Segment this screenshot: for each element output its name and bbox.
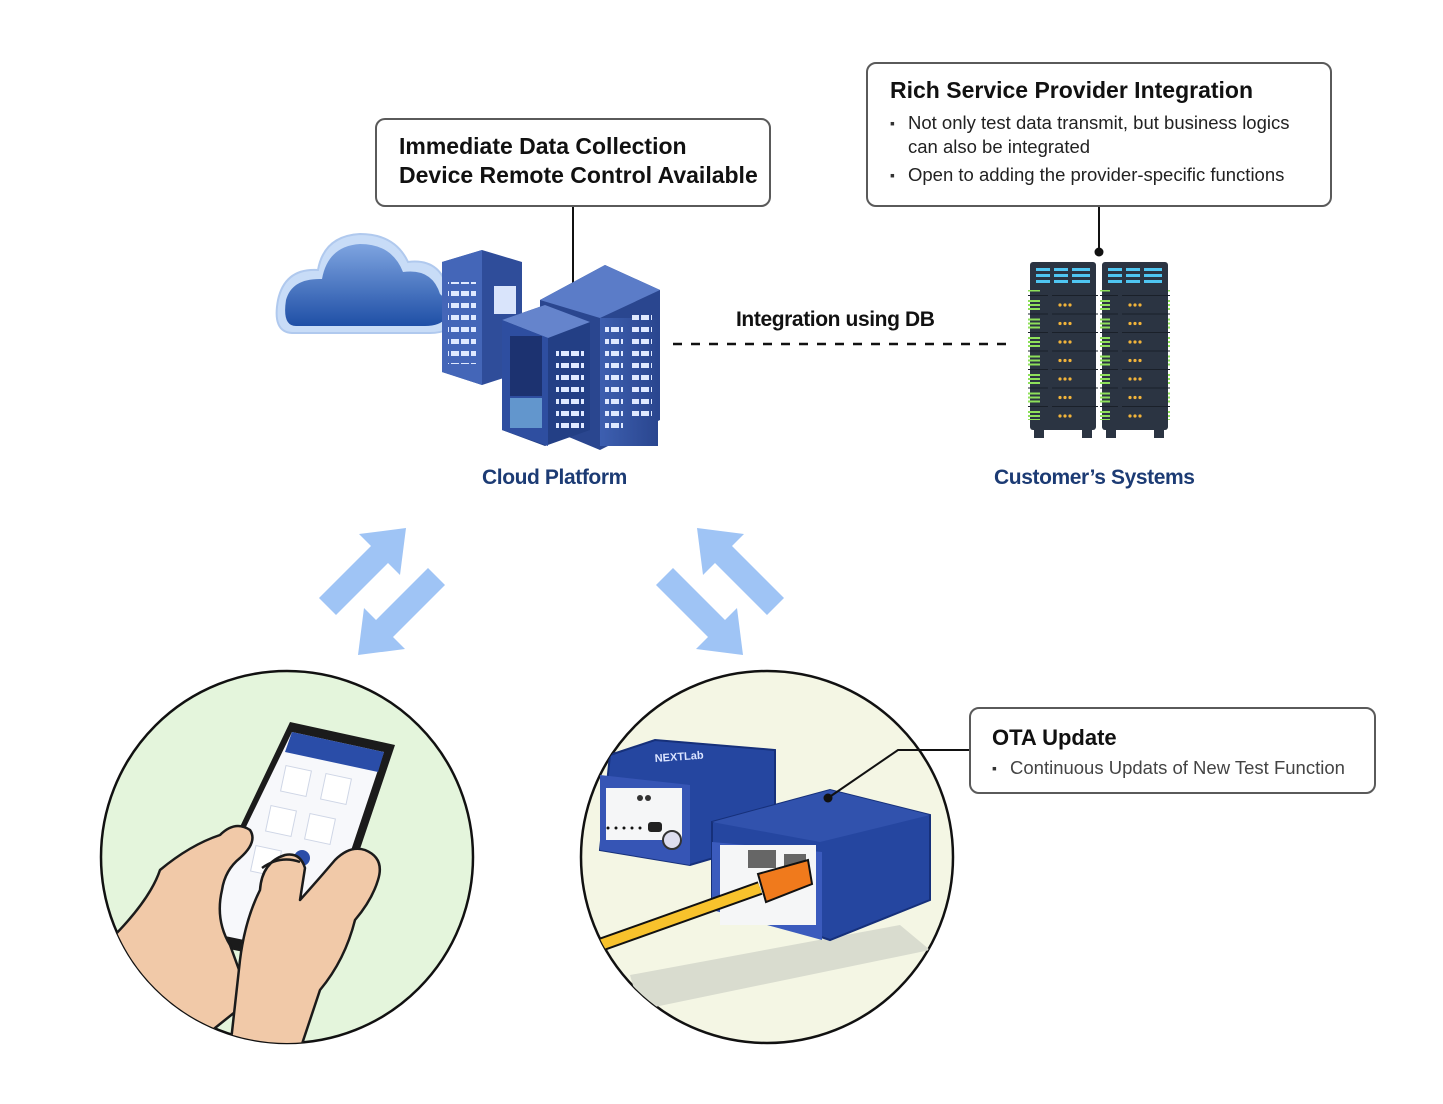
callout-bullet: Not only test data transmit, but busines… (890, 111, 1312, 159)
callout-connector (827, 749, 969, 799)
callout-ota-update: OTA Update Continuous Updats of New Test… (969, 707, 1376, 794)
swap-arrows-icon (319, 528, 445, 655)
callout-provider-integration: Rich Service Provider Integration Not on… (866, 62, 1332, 207)
callout-title: OTA Update (992, 725, 1117, 750)
integration-label: Integration using DB (736, 308, 935, 331)
callout-title: Rich Service Provider Integration (890, 77, 1254, 103)
swap-arrows-icon (656, 528, 784, 655)
cloud-icon (275, 232, 459, 334)
customer-systems-label: Customer’s Systems (994, 466, 1195, 489)
ethernet-cable-icon (597, 858, 814, 952)
callout-data-collection: Immediate Data Collection Device Remote … (375, 118, 771, 207)
smartphone-icon (186, 722, 395, 968)
connector-dot (823, 793, 833, 803)
connector-dot (1094, 247, 1104, 257)
server-rack-icon (1028, 262, 1170, 438)
callout-bullet: Continuous Updats of New Test Function (992, 756, 1358, 780)
server-rack-icon (442, 250, 660, 450)
device-brand-text: NEXTLab (654, 750, 704, 765)
cloud-platform-label: Cloud Platform (482, 466, 627, 489)
callout-bullet: Open to adding the provider-specific fun… (890, 163, 1312, 187)
callout-line-1: Immediate Data Collection (399, 133, 687, 159)
callout-line-2: Device Remote Control Available (399, 162, 758, 188)
